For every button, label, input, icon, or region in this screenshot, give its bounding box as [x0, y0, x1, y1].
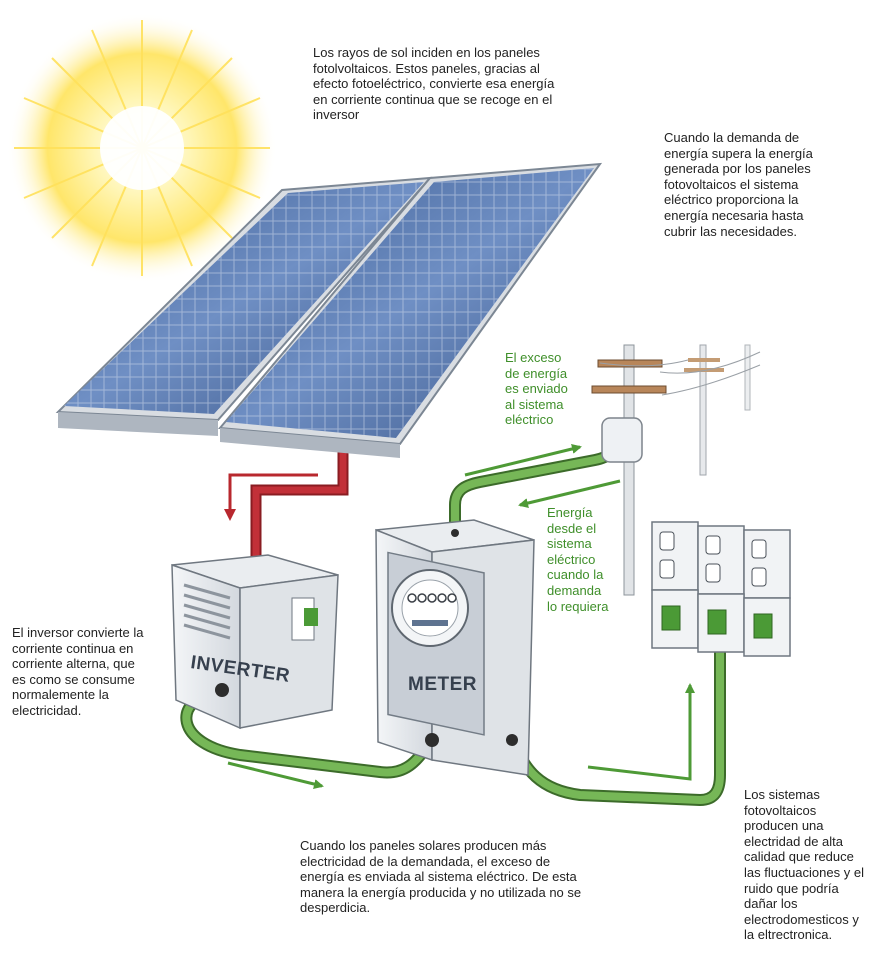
meter-box	[376, 520, 534, 775]
outlet-icon	[652, 522, 698, 590]
quality-annotation: Los sistemas fotovoltaicos producen una …	[744, 787, 886, 943]
import-arrow	[520, 481, 620, 505]
meter-label: METER	[408, 674, 477, 695]
excess-to-grid-annotation: El exceso de energía es enviado al siste…	[505, 350, 595, 428]
dc-cable	[256, 440, 343, 565]
transformer	[602, 418, 642, 462]
inverter-box	[172, 555, 338, 728]
switch-icon	[698, 594, 744, 652]
surplus-annotation: Cuando los paneles solares producen más …	[300, 838, 640, 916]
energy-from-grid-annotation: Energía desde el sistema eléctrico cuand…	[547, 505, 627, 614]
outlet-icon	[698, 526, 744, 594]
switch-icon	[652, 590, 698, 648]
inverter-switch-icon	[304, 608, 318, 626]
sun-rays-annotation: Los rayos de sol inciden en los paneles …	[313, 45, 613, 123]
house-feed-arrow	[588, 685, 690, 779]
switch-icon	[744, 598, 790, 656]
inverter-annotation: El inversor convierte la corriente conti…	[12, 625, 182, 719]
wall-outlets	[652, 522, 790, 656]
grid-demand-annotation: Cuando la demanda de energía supera la e…	[664, 130, 864, 239]
outlet-icon	[744, 530, 790, 598]
